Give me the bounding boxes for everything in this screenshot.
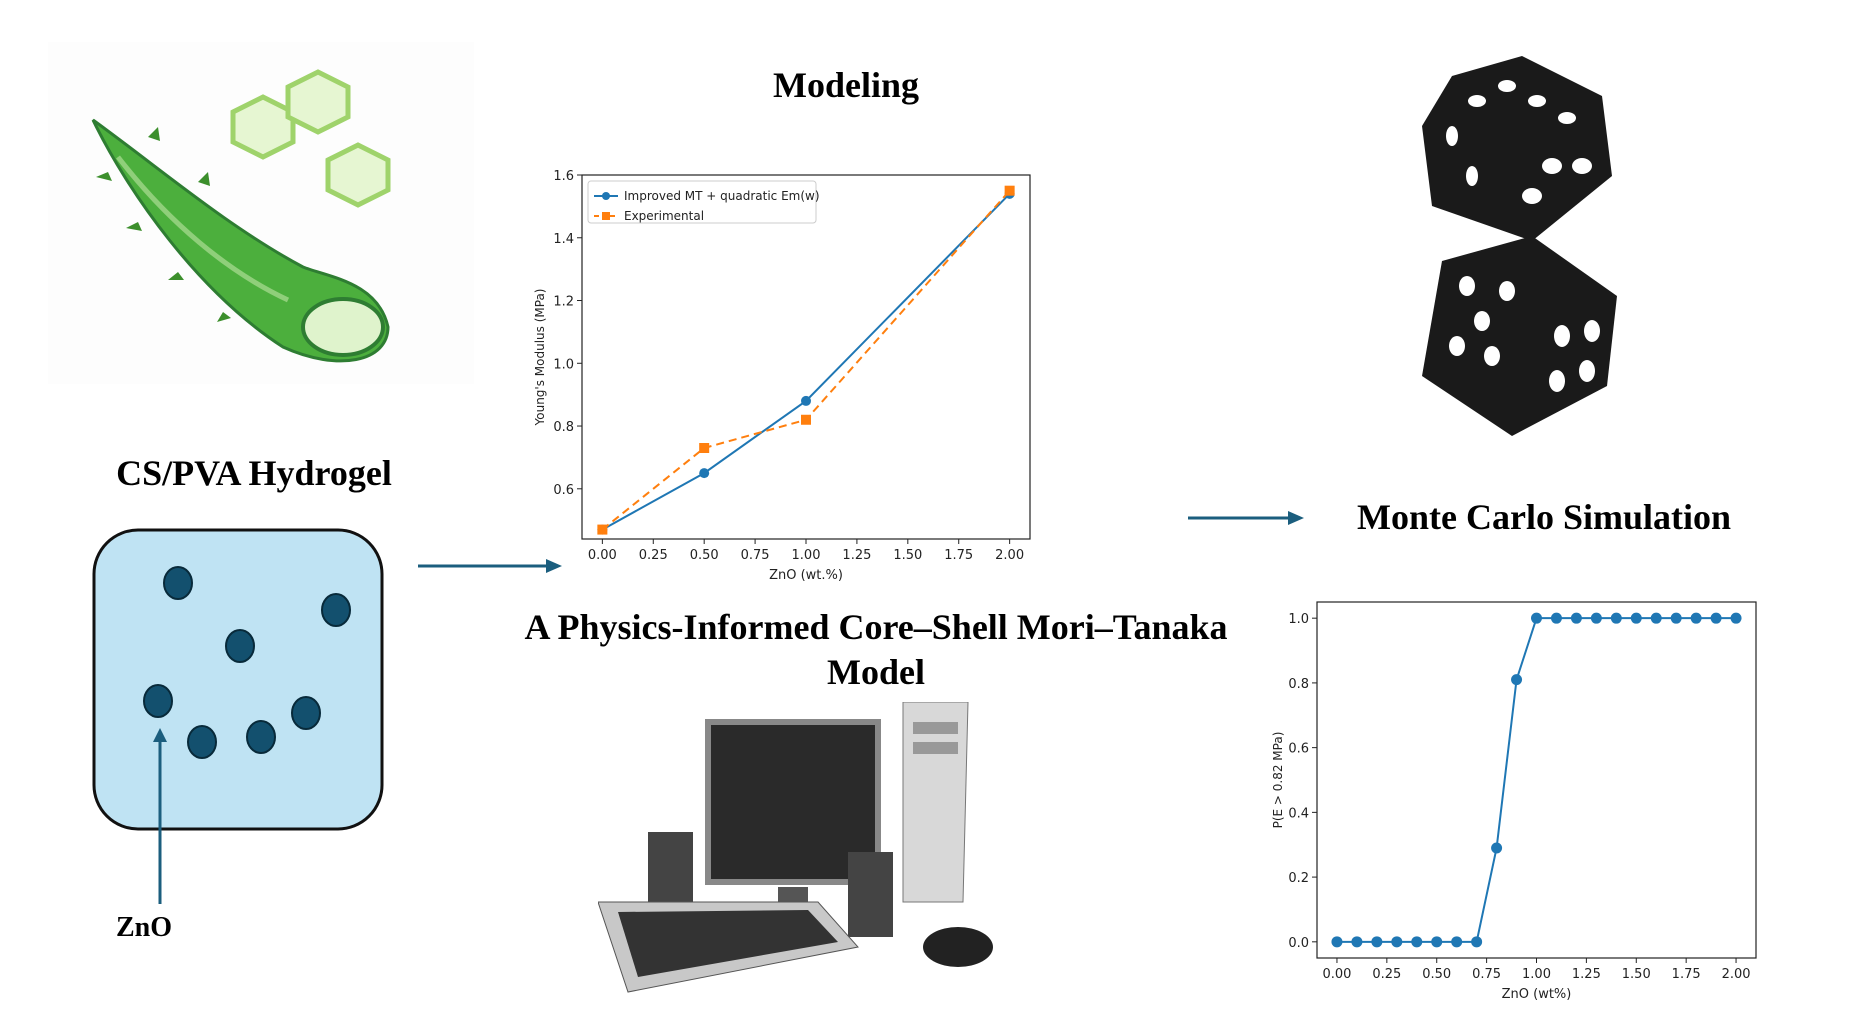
flow-arrow-to-monte-carlo — [1188, 511, 1304, 525]
y-tick-label: 0.8 — [553, 420, 574, 435]
data-point-circle — [1690, 612, 1702, 624]
legend-marker — [602, 192, 610, 200]
data-point-circle — [1351, 936, 1363, 948]
data-point-square — [699, 443, 710, 453]
legend-box — [587, 180, 817, 224]
model-title-line1: A Physics-Informed Core–Shell Mori–Tanak… — [524, 607, 1228, 647]
y-tick-label: 1.2 — [553, 295, 574, 310]
x-tick-label: 1.00 — [792, 548, 821, 563]
data-point-circle — [699, 468, 710, 479]
x-axis-label: ZnO (wt%) — [1502, 987, 1572, 1002]
data-point-circle — [1570, 612, 1582, 624]
legend-label: Experimental — [624, 209, 704, 223]
zno-pointer-arrow — [153, 728, 167, 904]
aloe-vera-illustration — [48, 42, 474, 384]
data-point-circle — [1391, 936, 1403, 948]
x-tick-label: 1.75 — [944, 548, 973, 563]
model-title-line2: Model — [827, 652, 925, 692]
x-tick-label: 1.25 — [1572, 967, 1601, 982]
data-point-circle — [1670, 612, 1682, 624]
data-point-circle — [1451, 936, 1463, 948]
x-tick-label: 2.00 — [1722, 967, 1751, 982]
data-point-circle — [1730, 612, 1742, 624]
plot-frame — [581, 174, 1031, 540]
x-tick-label: 0.50 — [1422, 967, 1451, 982]
hydrogel-title: CS/PVA Hydrogel — [116, 453, 392, 493]
y-tick-label: 1.6 — [553, 169, 574, 184]
data-point-square — [597, 524, 608, 535]
y-tick-label: 0.6 — [553, 483, 574, 498]
y-tick-label: 1.0 — [1288, 612, 1309, 627]
y-tick-label: 0.6 — [1288, 742, 1309, 757]
y-tick-label: 0.4 — [1288, 806, 1309, 821]
x-axis-label: ZnO (wt.%) — [769, 568, 843, 583]
data-point-circle — [1511, 674, 1523, 686]
x-tick-label: 0.75 — [1472, 967, 1501, 982]
data-point-circle — [1710, 612, 1722, 624]
data-point-circle — [1650, 612, 1662, 624]
y-tick-label: 1.0 — [553, 357, 574, 372]
series-line-1 — [601, 190, 1011, 531]
data-point-circle — [1371, 936, 1383, 948]
data-point-circle — [1411, 936, 1423, 948]
x-tick-label: 0.00 — [1322, 967, 1351, 982]
zno-particles — [143, 566, 351, 759]
y-tick-label: 0.8 — [1288, 677, 1309, 692]
data-point-square — [801, 414, 811, 425]
x-tick-label: 1.25 — [842, 548, 871, 563]
data-point-circle — [1630, 612, 1642, 624]
data-point-circle — [1531, 612, 1542, 624]
data-point-circle — [1590, 612, 1602, 624]
data-point-circle — [1331, 936, 1343, 948]
y-tick-label: 0.0 — [1288, 936, 1309, 951]
data-point-circle — [1431, 936, 1443, 948]
x-tick-label: 0.50 — [690, 548, 719, 563]
legend-label: Improved MT + quadratic Em(w) — [624, 189, 820, 203]
x-tick-label: 0.00 — [588, 548, 617, 563]
x-tick-label: 0.75 — [741, 548, 770, 563]
y-axis-label: P(E > 0.82 MPa) — [1271, 732, 1285, 829]
flow-arrow-to-modeling — [418, 559, 562, 573]
hydrogel-schematic — [92, 528, 384, 831]
data-point-circle — [1610, 612, 1622, 624]
data-point-circle — [1471, 936, 1483, 948]
data-point-circle — [1491, 842, 1503, 854]
x-tick-label: 1.50 — [1622, 967, 1651, 982]
x-tick-label: 1.00 — [1522, 967, 1551, 982]
core-shell-model-title: A Physics-Informed Core–Shell Mori–Tanak… — [476, 605, 1276, 695]
series-line-0 — [601, 193, 1011, 531]
y-tick-label: 0.2 — [1288, 871, 1309, 886]
probability-chart: 0.00 0.25 0.50 0.75 1.00 1.25 1.50 1.75 2.00 0.0 0… — [1271, 601, 1757, 1002]
x-tick-label: 1.75 — [1672, 967, 1701, 982]
data-point-circle — [801, 395, 811, 406]
data-point-square — [1004, 185, 1015, 196]
modeling-title: Modeling — [772, 65, 919, 105]
youngs-modulus-chart: 0.00 0.25 0.50 0.75 1.00 1.25 1.50 1.75 2.00 0.6 0… — [533, 169, 1031, 583]
x-tick-label: 0.25 — [1372, 967, 1401, 982]
y-tick-label: 1.4 — [553, 232, 574, 247]
zno-label: ZnO — [115, 912, 173, 943]
x-tick-label: 2.00 — [995, 548, 1024, 563]
x-tick-label: 1.50 — [893, 548, 922, 563]
y-axis-label: Young's Modulus (MPa) — [533, 289, 547, 427]
computer-illustration — [598, 702, 993, 993]
data-point-circle — [1550, 612, 1562, 624]
monte-carlo-title: Monte Carlo Simulation — [1357, 497, 1731, 537]
dice-illustration — [1422, 56, 1617, 436]
x-tick-label: 0.25 — [639, 548, 668, 563]
legend-marker — [602, 212, 610, 220]
series-line-0 — [1336, 617, 1737, 943]
plot-frame — [1316, 601, 1757, 959]
